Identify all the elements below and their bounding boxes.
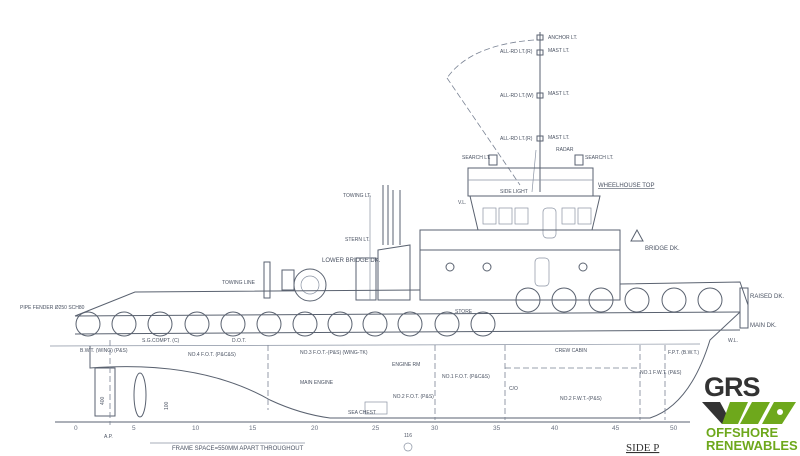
svg-text:MAST LT.: MAST LT. (548, 91, 570, 97)
svg-text:116: 116 (404, 433, 412, 439)
svg-text:MAIN DK.: MAIN DK. (750, 323, 777, 329)
svg-text:0: 0 (74, 425, 78, 432)
svg-text:RADAR: RADAR (556, 147, 574, 153)
tank-labels: B.W.T. (WING) (P&S) S.G.COMPT. (C) NO.4 … (80, 338, 699, 416)
svg-text:NO.3 F.O.T.-(P&S) (WING-TK): NO.3 F.O.T.-(P&S) (WING-TK) (300, 350, 368, 356)
svg-text:35: 35 (493, 425, 501, 432)
svg-text:20: 20 (311, 425, 319, 432)
svg-text:ALL-RD LT.(R): ALL-RD LT.(R) (500, 136, 533, 142)
svg-text:MAST LT.: MAST LT. (548, 48, 570, 54)
svg-text:30: 30 (431, 425, 439, 432)
svg-text:MAST LT.: MAST LT. (548, 135, 570, 141)
svg-text:25: 25 (372, 425, 380, 432)
svg-text:B.W.T. (WING) (P&S): B.W.T. (WING) (P&S) (80, 348, 128, 354)
svg-text:45: 45 (612, 425, 620, 432)
svg-text:10: 10 (192, 425, 200, 432)
svg-text:NO.4 F.O.T. (P&C&S): NO.4 F.O.T. (P&C&S) (188, 352, 236, 358)
deck-labels: WHEELHOUSE TOP BRIDGE DK. LOWER BRIDGE D… (20, 183, 784, 354)
svg-text:NO.1 F.W.T. (P&S): NO.1 F.W.T. (P&S) (640, 370, 682, 376)
svg-text:MAIN ENGINE: MAIN ENGINE (300, 380, 334, 386)
fenders (75, 287, 723, 337)
logo-line-renewables: RENEWABLES (706, 438, 798, 453)
svg-text:CREW CABIN: CREW CABIN (555, 348, 587, 354)
funnel-and-winch (263, 185, 411, 302)
svg-text:100: 100 (164, 401, 170, 410)
mast-labels: ANCHOR LT. MAST LT. MAST LT. MAST LT. AL… (462, 35, 614, 195)
svg-text:ANCHOR LT.: ANCHOR LT. (548, 35, 577, 41)
dimensions: 400 100 116 A.P. FRAME SPACE=550MM APART… (100, 396, 413, 452)
svg-text:F.P.T. (B.W.T.): F.P.T. (B.W.T.) (668, 350, 699, 356)
svg-text:400: 400 (100, 396, 106, 405)
svg-text:NO.2 F.W.T.-(P&S): NO.2 F.W.T.-(P&S) (560, 396, 602, 402)
svg-text:D.O.T.: D.O.T. (232, 338, 246, 344)
svg-text:FRAME SPACE=550MM APART THROUG: FRAME SPACE=550MM APART THROUGHOUT (172, 446, 304, 452)
svg-text:SEARCH LT.: SEARCH LT. (462, 155, 491, 161)
logo-line-offshore: OFFSHORE (706, 425, 779, 440)
svg-text:NO.2 F.O.T. (P&S): NO.2 F.O.T. (P&S) (393, 394, 434, 400)
drawing-title: SIDE P (626, 442, 659, 454)
mast (446, 32, 544, 193)
svg-text:SIDE LIGHT: SIDE LIGHT (500, 189, 528, 195)
svg-text:50: 50 (670, 425, 678, 432)
svg-text:LOWER BRIDGE DK.: LOWER BRIDGE DK. (322, 258, 381, 264)
hull (49, 281, 749, 425)
svg-text:C/O: C/O (509, 386, 518, 392)
logo-brand: GRS (704, 372, 761, 402)
svg-text:W.L.: W.L. (728, 338, 738, 344)
svg-text:ALL-RD LT.(W): ALL-RD LT.(W) (500, 93, 534, 99)
grs-offshore-renewables-logo: GRS OFFSHORE RENEWABLES (700, 372, 800, 456)
svg-text:STERN LT.: STERN LT. (345, 237, 370, 243)
svg-text:A.P.: A.P. (104, 434, 113, 440)
svg-text:TOWING LINE: TOWING LINE (222, 280, 256, 286)
svg-text:5: 5 (132, 425, 136, 432)
svg-text:NO.1 F.O.T. (P&C&S): NO.1 F.O.T. (P&C&S) (442, 374, 490, 380)
svg-text:SEARCH LT.: SEARCH LT. (585, 155, 614, 161)
wheelhouse (419, 154, 644, 301)
frame-numbers: 0 5 10 15 20 25 30 35 40 45 50 (74, 425, 678, 432)
svg-text:STORE: STORE (455, 309, 473, 315)
logo-stripes-icon (702, 402, 796, 424)
logo-text: OFFSHORE RENEWABLES (706, 426, 798, 452)
compartments (267, 345, 666, 420)
svg-text:40: 40 (551, 425, 559, 432)
svg-text:S.G.COMPT. (C): S.G.COMPT. (C) (142, 338, 180, 344)
svg-text:RAISED DK.: RAISED DK. (750, 294, 784, 300)
svg-text:V.L.: V.L. (458, 200, 466, 206)
svg-text:ALL-RD LT.(R): ALL-RD LT.(R) (500, 49, 533, 55)
svg-text:BRIDGE DK.: BRIDGE DK. (645, 246, 680, 252)
svg-text:WHEELHOUSE TOP: WHEELHOUSE TOP (598, 183, 654, 189)
svg-text:TOWING LT.: TOWING LT. (343, 193, 371, 199)
svg-text:PIPE FENDER Ø250 SCH80: PIPE FENDER Ø250 SCH80 (20, 305, 85, 311)
svg-text:15: 15 (249, 425, 257, 432)
svg-text:ENGINE RM: ENGINE RM (392, 362, 420, 368)
svg-text:SEA CHEST: SEA CHEST (348, 410, 376, 416)
